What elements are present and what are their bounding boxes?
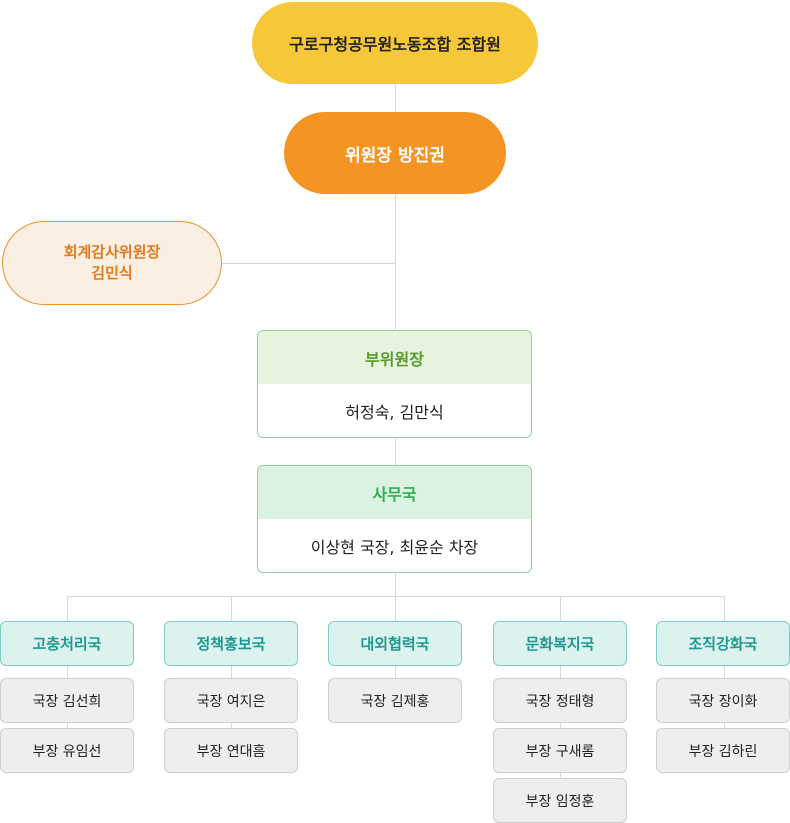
- union-members-label: 구로구청공무원노동조합 조합원: [289, 35, 501, 54]
- department-member: 국장 장이화: [656, 678, 790, 723]
- vice-chair-card: 부위원장 허정숙, 김만식: [257, 330, 532, 438]
- department-node: 조직강화국: [656, 621, 790, 666]
- department-member: 부장 김하린: [656, 728, 790, 773]
- connector-audit: [222, 263, 395, 264]
- chairman-node: 위원장 방진권: [284, 112, 506, 194]
- vice-chair-title: 부위원장: [258, 331, 531, 384]
- audit-chair-name: 김민식: [91, 264, 133, 282]
- department-member: 국장 여지은: [164, 678, 298, 723]
- connector-dept-horizontal: [67, 596, 725, 597]
- audit-chair-node: 회계감사위원장 김민식: [2, 221, 222, 305]
- department-member: 부장 임정훈: [493, 778, 627, 823]
- department-member: 부장 유임선: [0, 728, 134, 773]
- department-member: 부장 연대흠: [164, 728, 298, 773]
- department-member: 국장 김선희: [0, 678, 134, 723]
- secretariat-names: 이상현 국장, 최윤순 차장: [310, 537, 479, 557]
- department-member: 국장 정태형: [493, 678, 627, 723]
- department-member: 국장 김제홍: [328, 678, 462, 723]
- vice-chair-names: 허정숙, 김만식: [345, 402, 444, 422]
- secretariat-title: 사무국: [258, 466, 531, 519]
- department-node: 고충처리국: [0, 621, 134, 666]
- secretariat-card: 사무국 이상현 국장, 최윤순 차장: [257, 465, 532, 573]
- department-node: 문화복지국: [493, 621, 627, 666]
- union-members-node: 구로구청공무원노동조합 조합원: [252, 2, 538, 84]
- department-node: 정책홍보국: [164, 621, 298, 666]
- chairman-label: 위원장 방진권: [345, 145, 445, 166]
- department-member: 부장 구새롬: [493, 728, 627, 773]
- audit-chair-title: 회계감사위원장: [63, 243, 161, 261]
- department-node: 대외협력국: [328, 621, 462, 666]
